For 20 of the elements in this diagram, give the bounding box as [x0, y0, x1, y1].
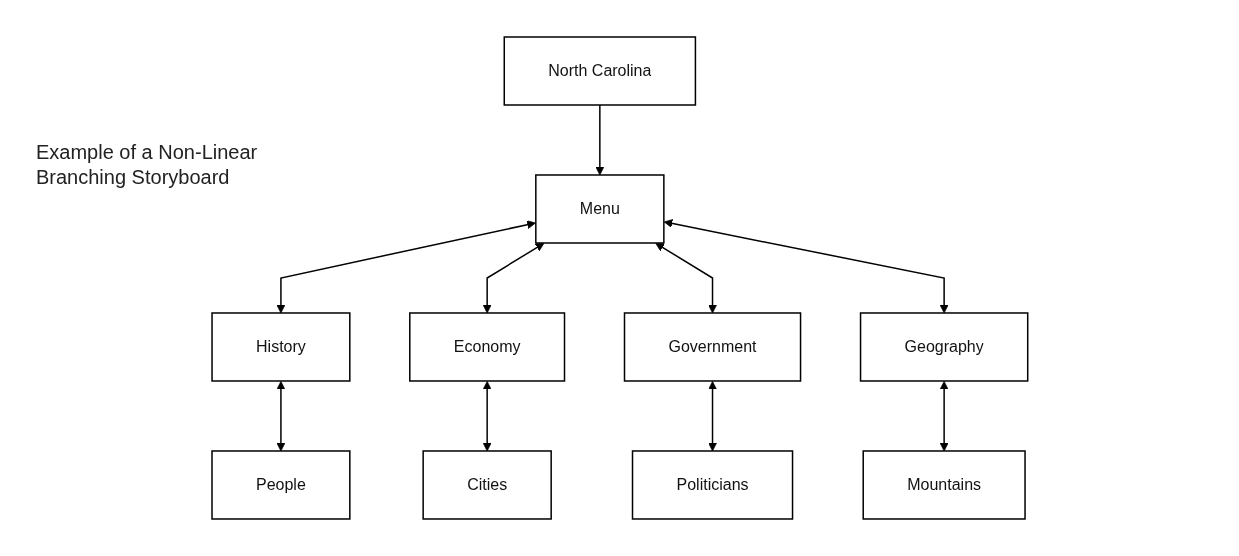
node-box: Politicians — [631, 450, 793, 520]
arrow — [663, 219, 949, 314]
node-box: North Carolina — [503, 36, 696, 106]
node-box: Geography — [859, 312, 1029, 382]
arrow — [654, 242, 717, 314]
arrow — [276, 220, 536, 314]
node-box: Mountains — [862, 450, 1026, 520]
node-box: History — [210, 312, 351, 382]
arrow — [482, 381, 492, 452]
arrow — [276, 381, 285, 452]
diagram-title: Example of a Non-Linear Branching Storyboard — [36, 140, 259, 190]
arrow — [939, 381, 949, 452]
arrow — [595, 104, 604, 176]
node-box: Economy — [408, 312, 565, 382]
node-box: Government — [623, 312, 801, 382]
arrow — [482, 242, 544, 314]
arrow — [707, 381, 717, 452]
node-box: Cities — [422, 450, 552, 520]
node-box: People — [210, 450, 351, 520]
node-box: Menu — [534, 174, 665, 244]
